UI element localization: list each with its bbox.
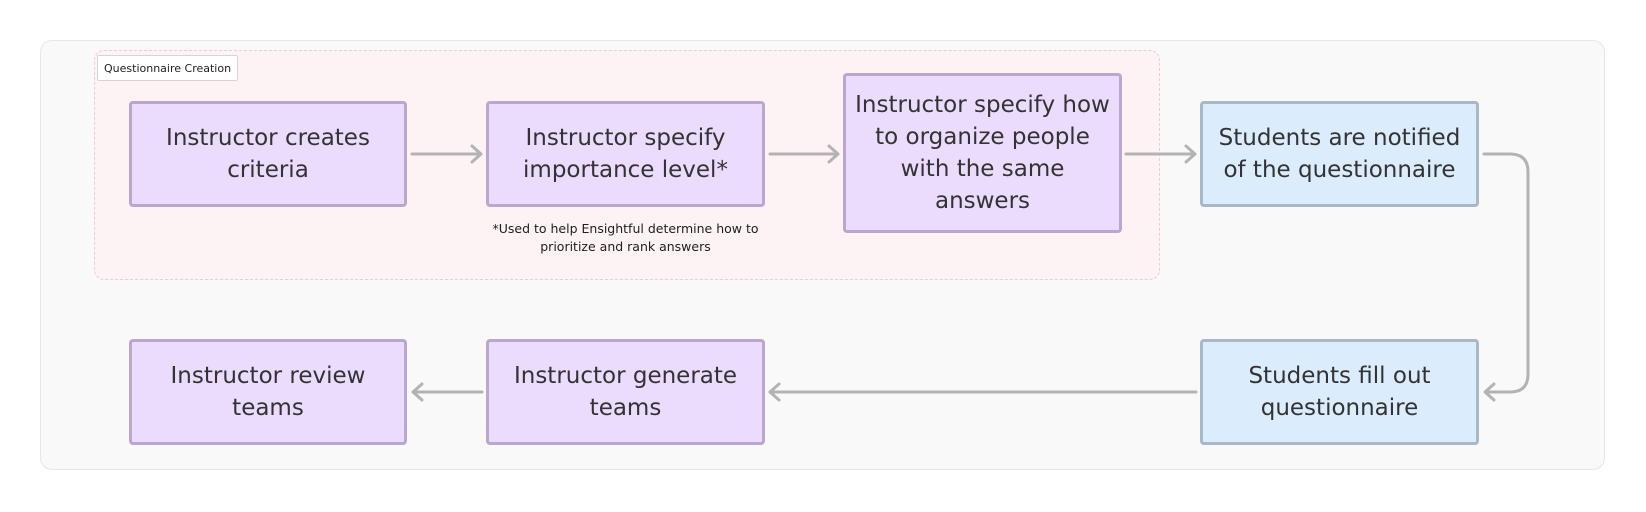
node-label: Instructor specify how to organize peopl… bbox=[855, 92, 1110, 214]
section-label: Questionnaire Creation bbox=[97, 55, 239, 81]
node-instructor-generate-teams: Instructor generate teams bbox=[486, 339, 765, 445]
node-instructor-specify-organize: Instructor specify how to organize peopl… bbox=[843, 73, 1122, 233]
importance-footnote: *Used to help Ensightful determine how t… bbox=[492, 221, 759, 254]
node-students-notified: Students are notified of the questionnai… bbox=[1200, 101, 1479, 207]
node-label: Instructor specify importance level* bbox=[523, 125, 728, 183]
node-instructor-review-teams: Instructor review teams bbox=[129, 339, 407, 445]
node-label: Instructor creates criteria bbox=[166, 125, 370, 183]
node-label: Students fill out questionnaire bbox=[1248, 363, 1431, 421]
node-label: Students are notified of the questionnai… bbox=[1218, 125, 1461, 183]
node-students-fill-out: Students fill out questionnaire bbox=[1200, 339, 1479, 445]
node-label: Instructor review teams bbox=[170, 363, 366, 421]
node-instructor-specify-importance: Instructor specify importance level* bbox=[486, 101, 765, 207]
node-label: Instructor generate teams bbox=[513, 363, 738, 421]
node-instructor-creates-criteria: Instructor creates criteria bbox=[129, 101, 407, 207]
